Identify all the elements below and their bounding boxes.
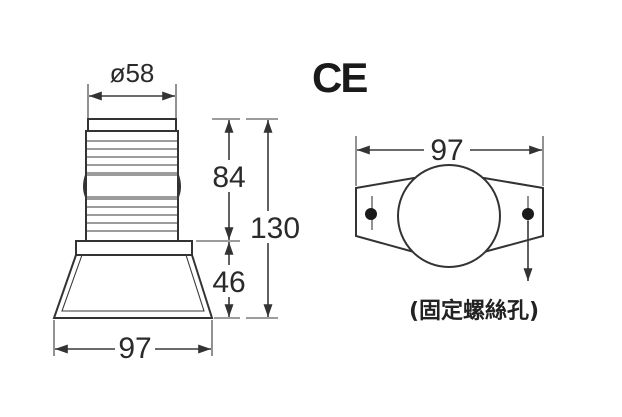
total-height-label: 130 <box>250 212 300 245</box>
lamp-body <box>75 118 193 256</box>
height-dimension-total: 130 <box>246 118 300 319</box>
top-width-dimension: 97 <box>355 134 544 186</box>
top-view: 97 (固定螺絲孔) <box>355 134 544 324</box>
height-dimension-inner: 84 46 <box>196 118 246 319</box>
screw-hole-note: (固定螺絲孔) <box>409 298 539 324</box>
base-width-label: 97 <box>118 332 151 365</box>
base-bracket <box>52 254 214 319</box>
base-height-label: 46 <box>212 266 245 299</box>
diameter-dimension: ø58 <box>87 58 177 118</box>
side-view: ø58 <box>52 58 300 365</box>
top-width-label: 97 <box>430 134 463 167</box>
ce-mark: CE <box>312 54 369 101</box>
screw-hole-left-icon <box>365 208 377 220</box>
diameter-label: ø58 <box>110 58 155 88</box>
lamp-head-circle <box>397 164 501 268</box>
screw-hole-right-icon <box>522 208 534 220</box>
base-width-dimension: 97 <box>53 320 213 365</box>
top-height-label: 84 <box>212 161 245 194</box>
ce-mark-text: CE <box>312 54 367 101</box>
ribs <box>86 140 178 232</box>
